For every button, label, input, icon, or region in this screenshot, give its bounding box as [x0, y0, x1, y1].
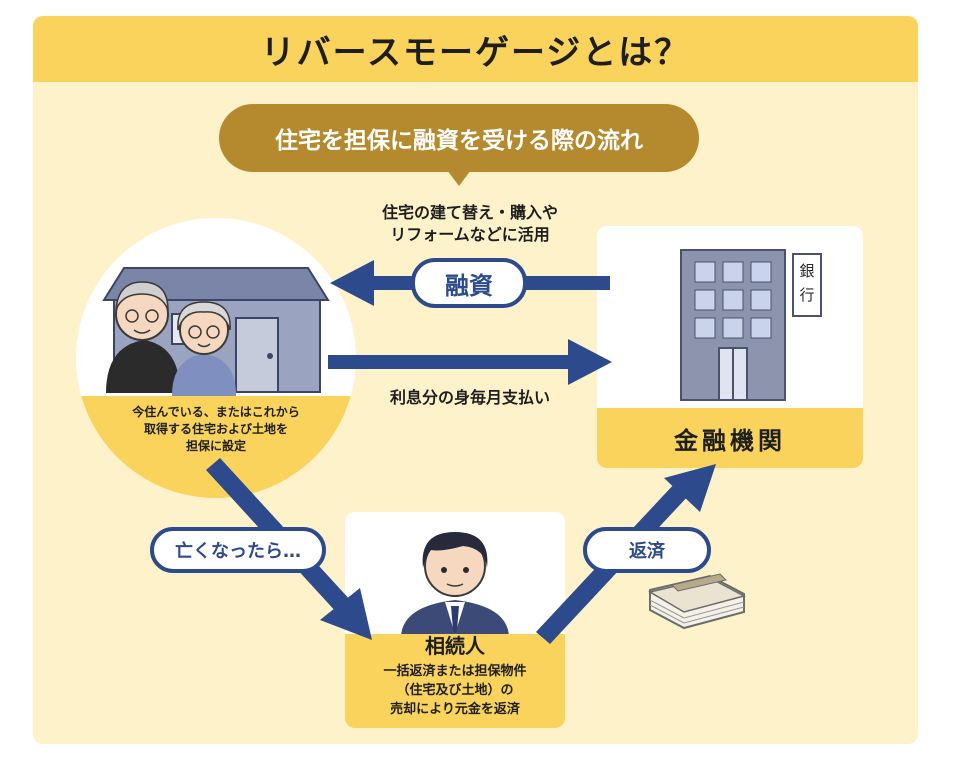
heir-description: 一括返済または担保物件 （住宅及び土地）の 売却により元金を返済	[351, 662, 559, 719]
home-caption: 今住んでいる、またはこれから 取得する住宅および土地を 担保に設定	[106, 404, 326, 455]
heir-band	[345, 634, 565, 728]
subtitle-text: 住宅を担保に融資を受ける際の流れ	[275, 128, 643, 154]
death-label-text: 亡くなったら…	[175, 541, 301, 562]
loan-note-line-2: リフォームなどに活用	[390, 225, 550, 244]
repay-arrow-head	[664, 464, 716, 512]
subtitle-bubble-tail	[447, 170, 471, 186]
title-bar: リバースモーゲージとは？	[33, 16, 918, 82]
home-caption-line-3: 担保に設定	[185, 439, 246, 453]
loan-note: 住宅の建て替え・購入や リフォームなどに活用	[330, 202, 610, 246]
page-title: リバースモーゲージとは？	[260, 32, 691, 73]
heir-desc-line-2: （住宅及び土地）の	[396, 683, 514, 698]
subtitle-bubble: 住宅を担保に融資を受ける際の流れ	[219, 104, 699, 172]
death-label: 亡くなったら…	[150, 527, 326, 573]
businessman-icon	[401, 532, 509, 636]
death-arrow-head	[320, 588, 372, 640]
bank-building-icon: 銀 行	[680, 249, 822, 401]
loan-label-text: 融資	[445, 271, 493, 300]
loan-arrow-head	[330, 260, 374, 306]
bank-card: 銀 行 金融機関	[597, 226, 863, 468]
heir-name: 相続人	[425, 634, 485, 658]
bank-name-band: 金融機関	[597, 408, 863, 468]
repay-label: 返済	[583, 527, 711, 573]
heir-card: 相続人 一括返済または担保物件 （住宅及び土地）の 売却により元金を返済	[345, 512, 565, 728]
money-stack-icon	[648, 573, 747, 630]
bank-sign-char-2: 行	[799, 286, 814, 304]
loan-label: 融資	[411, 258, 527, 308]
bank-sign-char-1: 銀	[799, 262, 814, 280]
bank-name: 金融機関	[674, 426, 786, 455]
home-caption-band	[76, 396, 356, 498]
interest-arrow-shaft	[328, 355, 568, 369]
loan-note-line-1: 住宅の建て替え・購入や	[381, 203, 558, 222]
interest-label: 利息分の身毎月支払い	[389, 388, 550, 407]
home-caption-line-2: 取得する住宅および土地を	[143, 422, 288, 436]
repay-label-text: 返済	[629, 541, 665, 562]
home-caption-line-1: 今住んでいる、またはこれから	[132, 405, 300, 419]
interest-arrow-head	[568, 339, 612, 385]
heir-desc-line-1: 一括返済または担保物件	[383, 664, 527, 679]
heir-desc-line-3: 売却により元金を返済	[390, 702, 520, 717]
elderly-couple-icon	[106, 281, 236, 396]
home-card: 今住んでいる、またはこれから 取得する住宅および土地を 担保に設定	[76, 218, 356, 498]
